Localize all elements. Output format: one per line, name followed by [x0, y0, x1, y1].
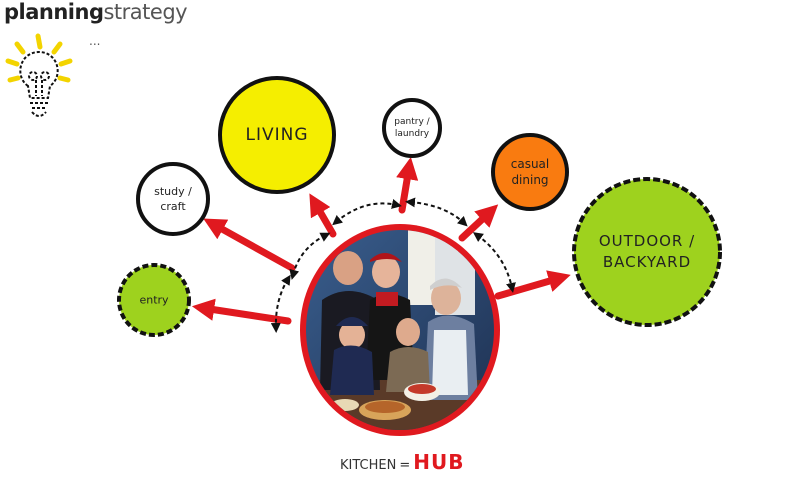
arrow-to-study [213, 224, 292, 268]
arrow-to-pantry [402, 168, 409, 210]
caption-hub: HUB [413, 450, 464, 474]
node-pantry-label: pantry / laundry [394, 116, 429, 140]
node-casual-label: casual dining [511, 156, 550, 188]
caption-kitchen: KITCHEN [340, 458, 396, 473]
connector-living-pantry [336, 203, 397, 222]
arrow-to-living [315, 203, 333, 234]
node-study-label: study / craft [154, 184, 192, 214]
arrow-to-casual [462, 212, 490, 238]
caption-equals: = [399, 458, 410, 473]
node-entry-label: entry [139, 294, 168, 307]
lightbulb-icon [8, 36, 70, 116]
connector-pantry-casual [410, 202, 464, 223]
node-living-label: LIVING [245, 125, 308, 145]
hub-caption: KITCHEN=HUB [340, 450, 464, 474]
arrow-to-outdoor [498, 278, 560, 296]
node-outdoor-label: OUTDOOR / BACKYARD [599, 231, 695, 273]
family-kitchen-photo [300, 224, 500, 440]
